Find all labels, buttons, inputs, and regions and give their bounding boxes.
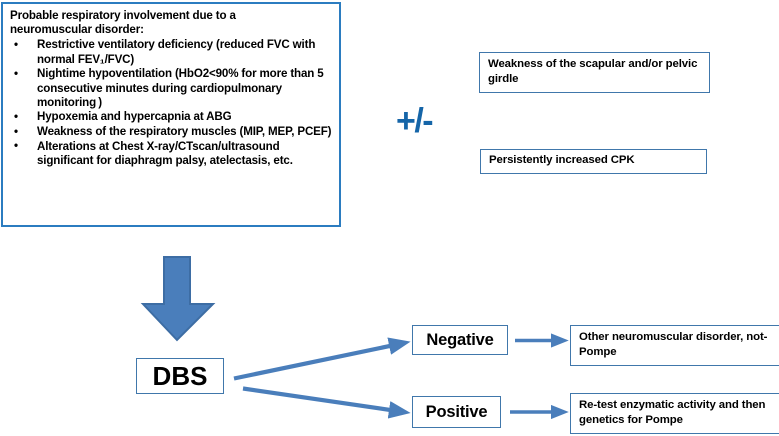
optional-finding-scapular: Weakness of the scapular and/or pelvic g… — [479, 52, 710, 93]
result-box-positive: Positive — [412, 396, 501, 428]
criteria-heading-line1: Probable respiratory involvement due to … — [10, 9, 236, 22]
result-box-negative: Negative — [412, 325, 508, 355]
criteria-item: Restrictive ventilatory deficiency (redu… — [10, 38, 333, 66]
criteria-list: Restrictive ventilatory deficiency (redu… — [10, 38, 333, 168]
criteria-item: Hypoxemia and hypercapnia at ABG — [10, 110, 333, 124]
down-arrow-icon — [140, 256, 220, 342]
arrow-dbs-to-negative — [233, 337, 411, 381]
outcome-box-negative: Other neuromuscular disorder, not-Pompe — [570, 325, 779, 366]
dbs-label: DBS — [152, 361, 208, 391]
plus-minus-symbol: +/- — [396, 102, 434, 140]
criteria-item: Weakness of the respiratory muscles (MIP… — [10, 125, 333, 139]
criteria-item: Alterations at Chest X-ray/CTscan/ultras… — [10, 139, 333, 168]
criteria-heading-colon: : — [140, 23, 144, 37]
criteria-heading-line2: neuromuscular disorder — [10, 23, 141, 37]
outcome-box-positive: Re-test enzymatic activity and then gene… — [570, 393, 779, 434]
dbs-test-box: DBS — [136, 358, 224, 394]
criteria-heading: Probable respiratory involvement due to … — [10, 9, 333, 37]
optional-finding-cpk: Persistently increased CPK — [480, 149, 707, 174]
criteria-item: Nightime hypoventilation (HbO2<90% for m… — [10, 67, 333, 110]
criteria-box: Probable respiratory involvement due to … — [1, 2, 341, 227]
arrow-dbs-to-positive — [242, 386, 411, 419]
